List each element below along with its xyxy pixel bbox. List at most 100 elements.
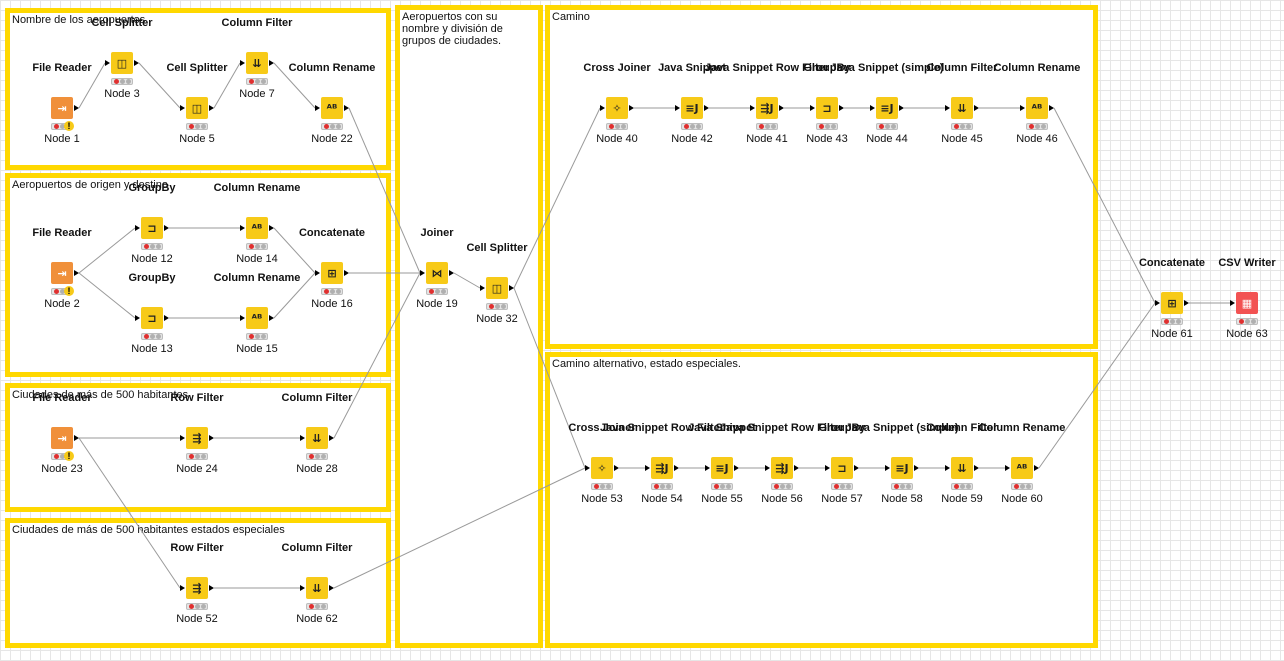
- column-rename-icon[interactable]: ᴬᴮ: [321, 97, 343, 119]
- output-port[interactable]: [164, 315, 169, 321]
- node-label[interactable]: Node 53: [581, 493, 623, 505]
- input-port[interactable]: [105, 60, 110, 66]
- node-label[interactable]: Node 19: [416, 298, 458, 310]
- output-port[interactable]: [164, 225, 169, 231]
- output-port[interactable]: [329, 435, 334, 441]
- column-rename-icon[interactable]: ᴬᴮ: [246, 217, 268, 239]
- node-label[interactable]: Node 62: [296, 613, 338, 625]
- input-port[interactable]: [135, 315, 140, 321]
- input-port[interactable]: [945, 465, 950, 471]
- java-snippet-icon[interactable]: ≡J: [711, 457, 733, 479]
- cell-splitter-icon[interactable]: ◫: [186, 97, 208, 119]
- output-port[interactable]: [974, 465, 979, 471]
- input-port[interactable]: [1155, 300, 1160, 306]
- column-filter-icon[interactable]: ⇊: [951, 457, 973, 479]
- output-port[interactable]: [704, 105, 709, 111]
- node-label[interactable]: Node 22: [311, 133, 353, 145]
- output-port[interactable]: [839, 105, 844, 111]
- node-label[interactable]: Node 7: [239, 88, 275, 100]
- input-port[interactable]: [1230, 300, 1235, 306]
- node-label[interactable]: Node 40: [596, 133, 638, 145]
- cross-joiner-icon[interactable]: ✧: [606, 97, 628, 119]
- cell-splitter-icon[interactable]: ◫: [486, 277, 508, 299]
- output-port[interactable]: [914, 465, 919, 471]
- input-port[interactable]: [645, 465, 650, 471]
- cross-joiner-icon[interactable]: ✧: [591, 457, 613, 479]
- output-port[interactable]: [209, 585, 214, 591]
- node-label[interactable]: Node 57: [821, 493, 863, 505]
- node-label[interactable]: Node 15: [236, 343, 278, 355]
- output-port[interactable]: [134, 60, 139, 66]
- file-reader-icon[interactable]: ⇥: [51, 97, 73, 119]
- node-label[interactable]: Node 59: [941, 493, 983, 505]
- node-label[interactable]: Node 56: [761, 493, 803, 505]
- input-port[interactable]: [180, 435, 185, 441]
- annotation-airports-joined[interactable]: Aeropuertos con su nombre y división de …: [395, 5, 543, 648]
- column-filter-icon[interactable]: ⇊: [306, 427, 328, 449]
- output-port[interactable]: [1034, 465, 1039, 471]
- node-label[interactable]: Node 3: [104, 88, 140, 100]
- input-port[interactable]: [885, 465, 890, 471]
- node-label[interactable]: Node 44: [866, 133, 908, 145]
- node-label[interactable]: Node 52: [176, 613, 218, 625]
- file-reader-icon[interactable]: ⇥: [51, 427, 73, 449]
- output-port[interactable]: [974, 105, 979, 111]
- input-port[interactable]: [180, 105, 185, 111]
- csv-writer-icon[interactable]: ▦: [1236, 292, 1258, 314]
- java-row-filter-icon[interactable]: ⇶J: [771, 457, 793, 479]
- output-port[interactable]: [629, 105, 634, 111]
- column-filter-icon[interactable]: ⇊: [306, 577, 328, 599]
- output-port[interactable]: [209, 105, 214, 111]
- java-row-filter-icon[interactable]: ⇶J: [651, 457, 673, 479]
- annotation-path[interactable]: Camino: [545, 5, 1098, 349]
- input-port[interactable]: [750, 105, 755, 111]
- node-label[interactable]: Node 54: [641, 493, 683, 505]
- output-port[interactable]: [899, 105, 904, 111]
- java-row-filter-icon[interactable]: ⇶J: [756, 97, 778, 119]
- input-port[interactable]: [825, 465, 830, 471]
- node-label[interactable]: Node 58: [881, 493, 923, 505]
- node-label[interactable]: Node 46: [1016, 133, 1058, 145]
- node-label[interactable]: Node 12: [131, 253, 173, 265]
- row-filter-icon[interactable]: ⇶: [186, 427, 208, 449]
- node-label[interactable]: Node 5: [179, 133, 215, 145]
- input-port[interactable]: [1005, 465, 1010, 471]
- output-port[interactable]: [734, 465, 739, 471]
- output-port[interactable]: [269, 225, 274, 231]
- output-port[interactable]: [74, 105, 79, 111]
- groupby-icon[interactable]: ⊐: [816, 97, 838, 119]
- output-port[interactable]: [74, 435, 79, 441]
- node-label[interactable]: Node 55: [701, 493, 743, 505]
- output-port[interactable]: [1184, 300, 1189, 306]
- concatenate-icon[interactable]: ⊞: [321, 262, 343, 284]
- annotation-alternative-path[interactable]: Camino alternativo, estado especiales.: [545, 352, 1098, 648]
- output-port[interactable]: [209, 435, 214, 441]
- input-port[interactable]: [600, 105, 605, 111]
- node-label[interactable]: Node 45: [941, 133, 983, 145]
- groupby-icon[interactable]: ⊐: [141, 217, 163, 239]
- output-port[interactable]: [344, 105, 349, 111]
- node-label[interactable]: Node 13: [131, 343, 173, 355]
- output-port[interactable]: [269, 315, 274, 321]
- groupby-icon[interactable]: ⊐: [141, 307, 163, 329]
- output-port[interactable]: [614, 465, 619, 471]
- output-port[interactable]: [74, 270, 79, 276]
- input-port[interactable]: [315, 270, 320, 276]
- column-filter-icon[interactable]: ⇊: [951, 97, 973, 119]
- input-port[interactable]: [705, 465, 710, 471]
- node-label[interactable]: Node 16: [311, 298, 353, 310]
- node-label[interactable]: Node 61: [1151, 328, 1193, 340]
- node-label[interactable]: Node 42: [671, 133, 713, 145]
- column-rename-icon[interactable]: ᴬᴮ: [1026, 97, 1048, 119]
- file-reader-icon[interactable]: ⇥: [51, 262, 73, 284]
- input-port[interactable]: [300, 435, 305, 441]
- output-port[interactable]: [779, 105, 784, 111]
- input-port[interactable]: [300, 585, 305, 591]
- output-port[interactable]: [449, 270, 454, 276]
- row-filter-icon[interactable]: ⇶: [186, 577, 208, 599]
- input-port[interactable]: [315, 105, 320, 111]
- java-snippet-icon[interactable]: ≡J: [681, 97, 703, 119]
- groupby-icon[interactable]: ⊐: [831, 457, 853, 479]
- node-label[interactable]: Node 43: [806, 133, 848, 145]
- node-label[interactable]: Node 32: [476, 313, 518, 325]
